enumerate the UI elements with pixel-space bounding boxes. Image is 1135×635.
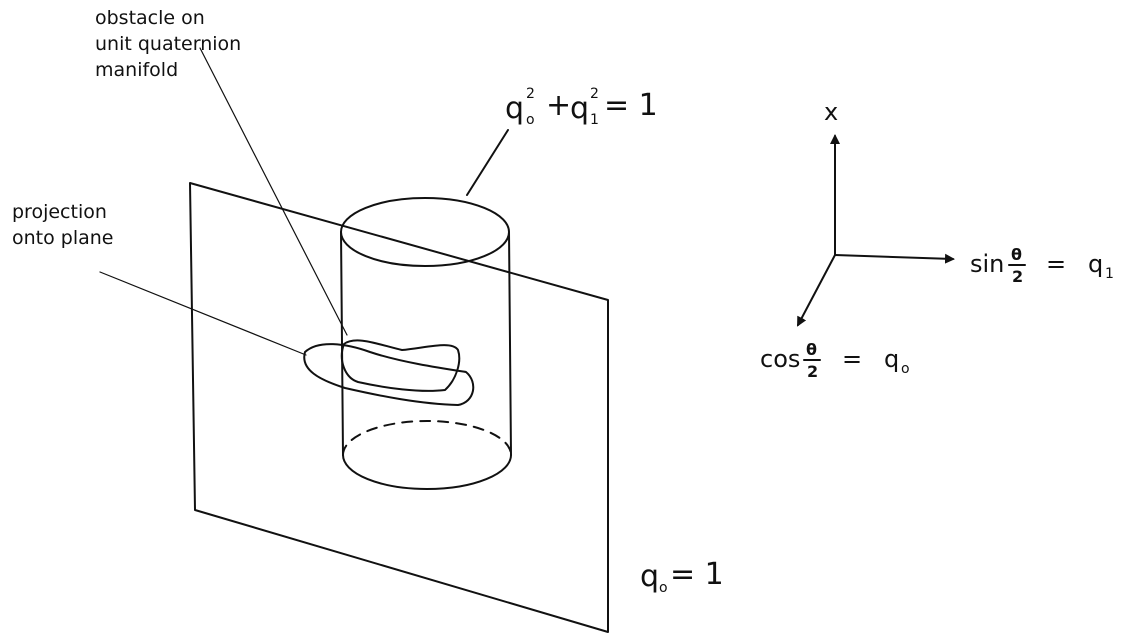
axes: x sin θ 2 = q 1 cos θ 2 = q o [760,98,1114,381]
cylinder-left-side [340,231,344,456]
svg-text:=: = [842,345,862,373]
svg-text:o: o [659,580,668,596]
svg-text:1: 1 [1105,266,1114,282]
sin-axis-label: sin θ 2 = q 1 [970,245,1114,286]
projection-label-line-1: projection [12,201,107,223]
sin-axis-arrow [834,253,955,264]
svg-text:o: o [901,361,910,377]
obstacle-label-line-2: unit quaternion [95,33,241,55]
cylinder-right-side [508,231,512,456]
svg-text:= 1: = 1 [604,88,658,123]
projection-label-line-2: onto plane [12,227,114,249]
svg-text:o: o [526,112,535,128]
svg-text:=: = [1046,250,1066,278]
svg-text:q: q [640,559,659,594]
svg-text:= 1: = 1 [670,557,724,592]
svg-text:θ: θ [806,340,817,359]
svg-text:θ: θ [1011,245,1022,264]
cos-axis-label: cos θ 2 = q o [760,340,910,381]
obstacle-label-line-3: manifold [95,59,178,81]
svg-text:q: q [505,91,524,126]
svg-text:q: q [570,91,589,126]
projection-shape [303,343,475,406]
svg-text:q: q [884,345,899,373]
cos-axis-arrow [797,254,836,327]
svg-text:2: 2 [590,86,599,102]
projection-leader-line [99,271,307,356]
svg-text:cos: cos [760,345,800,373]
cylinder-bottom-back-dashed [342,420,512,456]
svg-text:2: 2 [526,86,535,102]
x-axis-label: x [824,98,838,126]
svg-text:q: q [1088,250,1103,278]
cylinder-bottom-front [342,454,512,490]
obstacle-leader-line [199,47,348,336]
plane-equation: q o = 1 [640,557,724,596]
svg-text:1: 1 [590,112,599,128]
svg-text:2: 2 [807,362,818,381]
svg-text:sin: sin [970,250,1004,278]
svg-text:2: 2 [1012,267,1023,286]
plane-q0-equals-1 [189,182,609,633]
obstacle-shape [340,339,461,392]
svg-text:+: + [546,88,571,123]
circle-equation: q 2 o + q 2 1 = 1 [505,86,658,128]
obstacle-label-line-1: obstacle on [95,7,205,29]
circle-equation-leader-line [466,129,509,196]
